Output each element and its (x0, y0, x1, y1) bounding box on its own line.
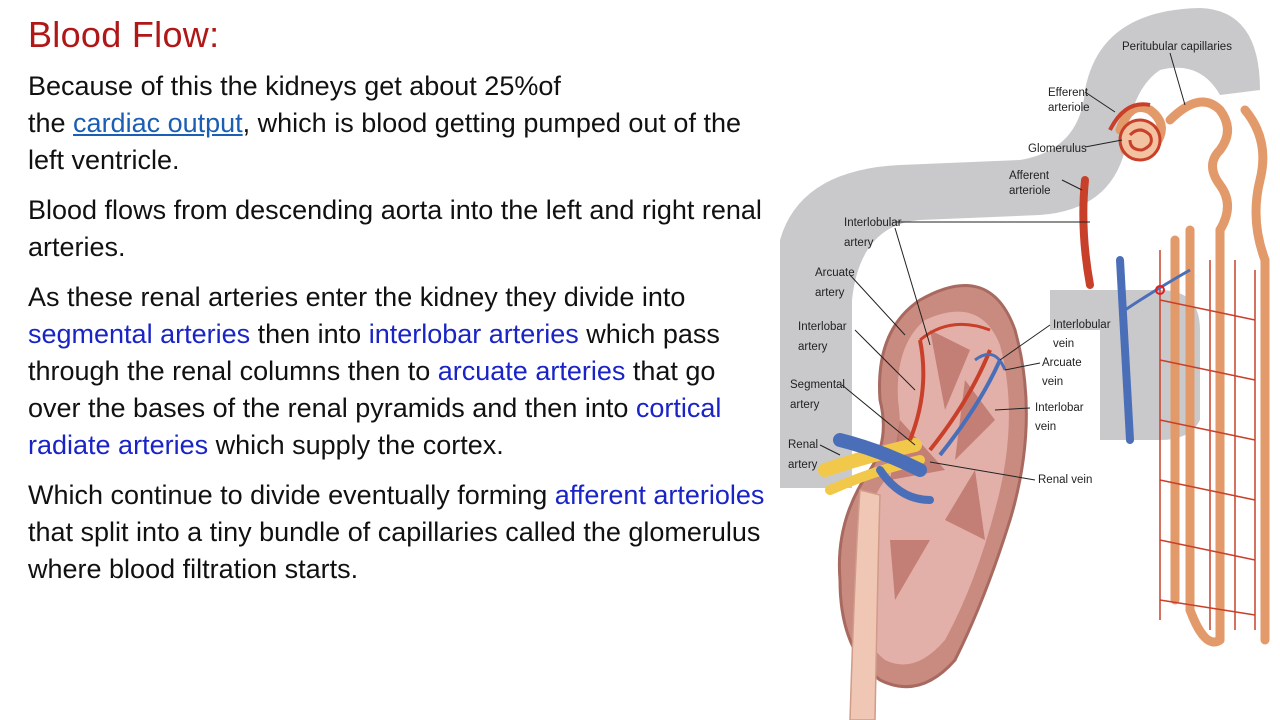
label-interlobar-vein: Interlobar (1035, 402, 1084, 414)
paragraph-cardiac-output: Because of this the kidneys get about 25… (28, 68, 773, 179)
renal-vein-branch (876, 466, 934, 504)
arcuate-vein (974, 352, 1007, 371)
label-interlobular-artery: Interlobular (844, 217, 902, 229)
paragraph-text: which supply the cortex. (208, 430, 504, 460)
label-efferent-arteriole: Efferent (1048, 87, 1089, 99)
label-interlobular-artery: artery (844, 237, 874, 249)
label-afferent-arteriole: arteriole (1009, 185, 1051, 197)
term-interlobar-arteries: interlobar arteries (368, 319, 579, 349)
label-efferent-arteriole: arteriole (1048, 102, 1090, 114)
paragraph-text: , which is blood getting pumped out of t… (28, 108, 741, 175)
label-interlobular-vein: vein (1053, 338, 1074, 350)
slide-title: Blood Flow: (28, 14, 220, 55)
paragraph-text: then into (250, 319, 369, 349)
glomerulus (1118, 118, 1162, 162)
afferent-arteriole (1079, 176, 1094, 289)
ureter (849, 489, 881, 720)
label-arcuate-artery: artery (815, 287, 845, 299)
paragraph-text: As these renal arteries enter the kidney… (28, 282, 686, 312)
peritubular-capillary-network (1159, 250, 1256, 630)
flow-band (780, 8, 1260, 488)
interlobular-vein (1116, 256, 1134, 444)
paragraph-renal-arteries: As these renal arteries enter the kidney… (28, 279, 773, 464)
paragraph-text: that split into a tiny bundle of capilla… (28, 517, 761, 584)
label-interlobar-artery: Interlobar (798, 321, 847, 333)
term-afferent-arterioles: afferent arterioles (554, 480, 765, 510)
interlobar-vein (938, 359, 1002, 457)
paragraph-text: that go over the bases of the renal pyra… (28, 356, 716, 423)
label-segmental-artery: Segmental (790, 379, 845, 391)
label-interlobar-vein: vein (1035, 421, 1056, 433)
paragraph-text: the (28, 108, 74, 138)
label-arcuate-vein: Arcuate (1042, 357, 1082, 369)
term-segmental-arteries: segmental arteries (28, 319, 251, 349)
paragraph-text: Which continue to divide eventually form… (28, 480, 555, 510)
glomerulus-capillary-tuft (1128, 128, 1153, 152)
label-arcuate-artery: Arcuate (815, 267, 855, 279)
interlobar-artery (908, 339, 926, 441)
interlobar-artery (928, 349, 992, 452)
paragraph-descending-aorta: Blood flows from descending aorta into t… (28, 195, 762, 262)
paragraph-afferent-arterioles: Which continue to divide eventually form… (28, 477, 773, 588)
kidney-blood-flow-diagram: Peritubular capillaries Efferent arterio… (780, 8, 1270, 720)
label-glomerulus: Glomerulus (1028, 143, 1087, 155)
paragraph-text: Because of this the kidneys get about 25… (28, 71, 561, 101)
term-cortical-radiate-arteries: cortical radiate arteries (28, 393, 722, 460)
slide-body: Because of this the kidneys get about 25… (28, 68, 773, 601)
renal-vein-branch (833, 433, 927, 477)
arcuate-artery (919, 322, 991, 342)
label-renal-artery: Renal (788, 439, 818, 451)
label-renal-vein: Renal vein (1038, 474, 1092, 486)
label-interlobar-artery: artery (798, 341, 828, 353)
label-interlobular-vein: Interlobular (1053, 319, 1111, 331)
label-arcuate-vein: vein (1042, 376, 1063, 388)
pointer-dot (1155, 285, 1165, 295)
paragraph-text: which pass through the renal columns the… (28, 319, 720, 386)
label-peritubular-capillaries: Peritubular capillaries (1122, 41, 1232, 53)
efferent-arteriole (1108, 102, 1151, 131)
cardiac-output-link[interactable]: cardiac output (73, 108, 243, 138)
leader-lines (819, 52, 1186, 481)
label-renal-artery: artery (788, 459, 818, 471)
label-segmental-artery: artery (790, 399, 820, 411)
term-arcuate-arteries: arcuate arteries (437, 356, 626, 386)
label-afferent-arteriole: Afferent (1009, 170, 1050, 182)
nephron-tubule (1115, 97, 1270, 647)
